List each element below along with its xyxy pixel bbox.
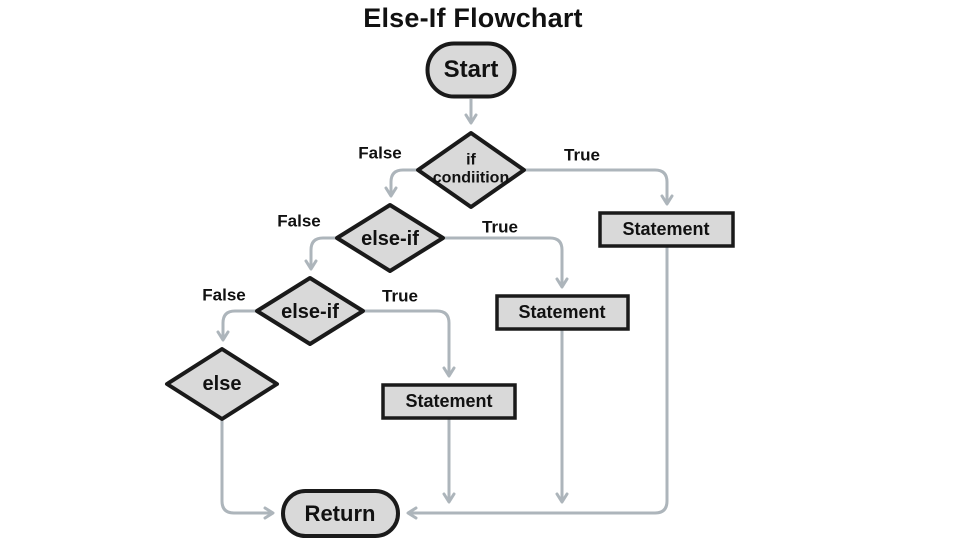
if-condition-label-line2: condiition (432, 170, 510, 187)
edge-else-to-return (220, 420, 275, 520)
statement-2-label: Statement (518, 302, 606, 323)
statement-1-label: Statement (622, 219, 710, 240)
statement-3-label: Statement (405, 391, 493, 412)
page-title: Else-If Flowchart (363, 3, 583, 34)
statement-2-box (495, 294, 630, 331)
statement-1-box (598, 211, 735, 248)
if-condition-diamond (416, 131, 526, 209)
start-node-label: Start (443, 55, 499, 83)
statement-3-box (381, 383, 517, 420)
edge-label-true-2: True (482, 217, 518, 237)
edge-label-true-1: True (564, 145, 600, 165)
else-if-1-diamond (335, 203, 445, 273)
edge-label-false-2: False (277, 211, 321, 231)
else-if-2-label: else-if (281, 301, 339, 323)
if-condition-label-line1: if (466, 151, 476, 169)
edge-statement1-to-return (406, 247, 669, 520)
else-diamond (165, 347, 279, 421)
edge-if-true-to-statement1 (525, 168, 674, 206)
else-if-1-label: else-if (361, 228, 419, 250)
else-if-2-diamond (255, 276, 365, 346)
edge-elseif2-false-to-else (216, 309, 256, 342)
start-node-shape (425, 41, 517, 99)
edge-label-false-3: False (202, 285, 246, 305)
edge-elseif1-true-to-statement2 (444, 236, 569, 289)
edge-elseif2-true-to-statement3 (364, 309, 456, 378)
edge-label-true-3: True (382, 286, 418, 306)
if-condition-label: if condiition (433, 152, 509, 189)
edge-elseif1-false-to-elseif2 (304, 236, 336, 271)
edge-if-false-to-elseif1 (384, 168, 417, 198)
return-node-shape (281, 489, 400, 538)
else-label: else (202, 373, 242, 395)
return-node-label: Return (304, 500, 376, 526)
edge-label-false-1: False (358, 143, 402, 163)
